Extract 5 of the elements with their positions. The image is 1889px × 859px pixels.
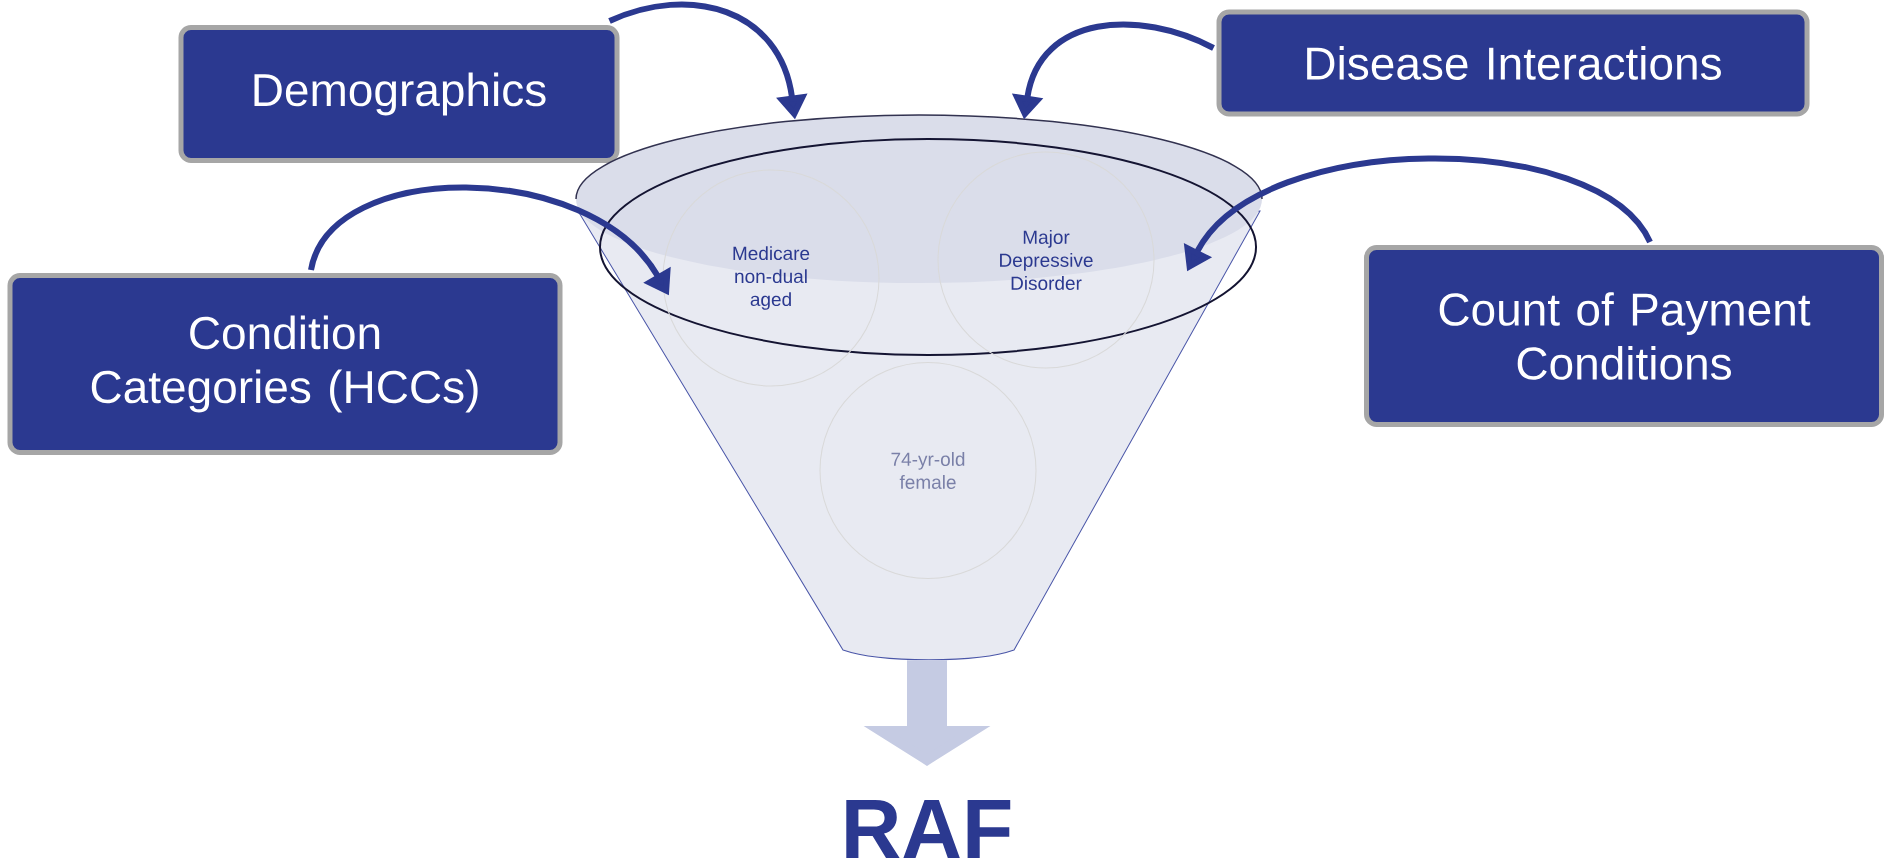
label-box: Count of Payment Conditions: [1364, 245, 1885, 427]
label-box: Disease Interactions: [1216, 9, 1810, 117]
label-box: Demographics: [178, 25, 620, 163]
label-box: Condition Categories (HCCs): [7, 273, 563, 455]
result-label: RAF: [846, 800, 1011, 858]
